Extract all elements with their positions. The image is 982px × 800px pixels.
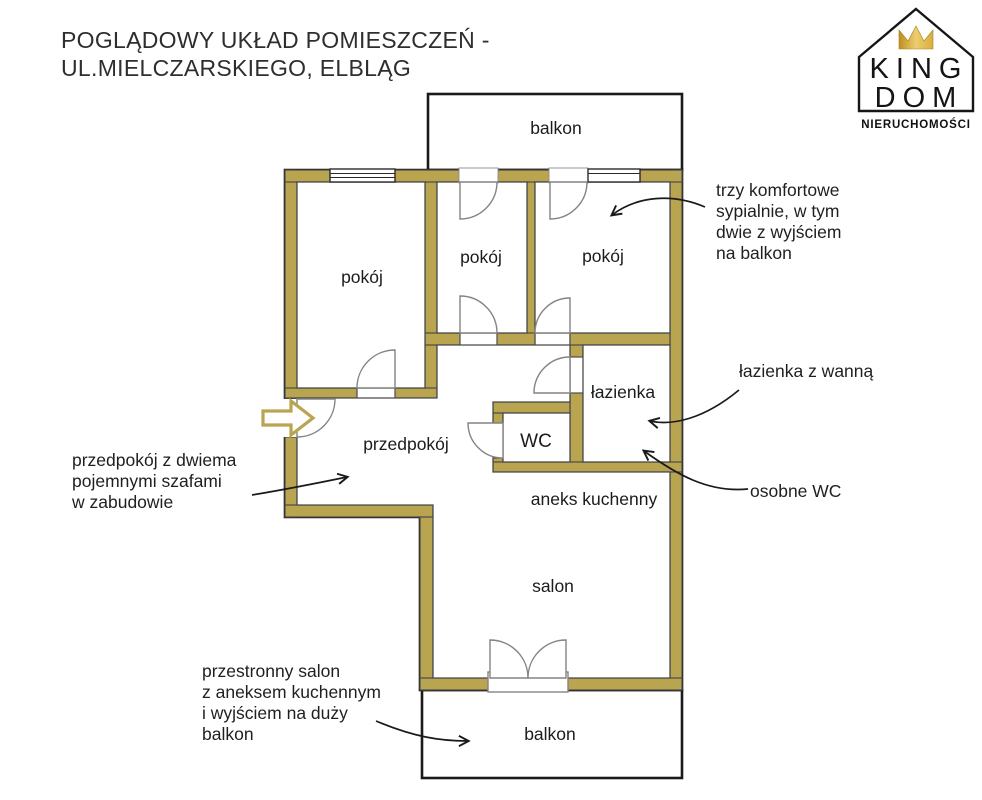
logo-house-icon (857, 7, 975, 113)
logo-subtitle: NIERUCHOMOŚCI (861, 118, 970, 131)
leader-arrow-bedrooms (612, 197, 706, 215)
leader-arrows (251, 197, 749, 741)
entrance-arrow-icon (261, 397, 316, 439)
crown-icon (898, 25, 934, 50)
wall-segment (492, 401, 571, 414)
room-pokoj-1 (296, 181, 426, 389)
leader-arrow-bathroom (650, 389, 740, 422)
door-arc (527, 639, 567, 679)
room-labels: balkon pokój pokój pokój łazienka WC prz… (341, 118, 657, 744)
wall-segment (424, 169, 438, 399)
annotation-hallway: przedpokój z dwiema pojemnymi szafami w … (72, 450, 237, 512)
annotation-livingroom: przestronny salon z aneksem kuchennym i … (202, 661, 381, 744)
wall-segment (284, 504, 434, 518)
wall-segment (284, 387, 358, 399)
logo-dom-text: DOM (875, 82, 964, 114)
label-balkon-bottom: balkon (524, 724, 576, 744)
window (587, 168, 641, 183)
annotation-bathroom: łazienka z wanną (739, 361, 874, 381)
balcony-door-opening (458, 167, 499, 184)
door-arc (549, 181, 588, 220)
bottom-balcony (420, 688, 684, 780)
room-open-space (296, 344, 671, 679)
wall-segment (419, 504, 434, 691)
wall-segment (526, 169, 536, 346)
doors (296, 181, 588, 693)
top-balcony (426, 92, 684, 172)
door-arc (534, 297, 571, 334)
kingdom-logo: KING DOM NIERUCHOMOŚCI (857, 7, 975, 131)
wall-segment (569, 392, 584, 473)
door-arc (533, 356, 571, 394)
wall-segment (419, 677, 491, 691)
leader-arrow-hallway (251, 477, 347, 496)
leader-arrow-toilet (644, 451, 749, 491)
wall-segment (496, 332, 536, 346)
leader-arrow-livingroom (375, 720, 468, 741)
wall-segment (565, 677, 683, 691)
door-arc (467, 422, 504, 459)
door-arc (356, 349, 396, 389)
balcony-door-opening (548, 167, 589, 184)
annotation-toilet: osobne WC (750, 481, 842, 501)
label-aneks-kuchenny: aneks kuchenny (531, 489, 658, 509)
wall-segment (569, 332, 671, 346)
label-pokoj-2: pokój (460, 247, 502, 267)
wall-segment (424, 332, 461, 346)
label-pokoj-3: pokój (582, 246, 624, 266)
door-arc (459, 181, 498, 220)
wall-segment (492, 461, 683, 473)
page-title: POGLĄDOWY UKŁAD POMIESZCZEŃ - UL.MIELCZA… (61, 27, 490, 81)
wall-segment (284, 169, 298, 400)
wall-segment (496, 169, 551, 183)
label-salon: salon (532, 576, 574, 596)
label-wc: WC (520, 431, 552, 452)
annotation-bedrooms: trzy komfortowe sypialnie, w tym dwie z … (716, 180, 842, 263)
label-lazienka: łazienka (591, 382, 655, 402)
wall-segment (669, 169, 683, 691)
window (329, 168, 396, 183)
door-arc (459, 295, 498, 334)
logo-king-text: KING (870, 53, 969, 85)
label-balkon-top: balkon (530, 118, 582, 138)
label-pokoj-1: pokój (341, 267, 383, 287)
room-lazienka (582, 344, 671, 463)
room-wc (502, 412, 571, 463)
label-przedpokoj: przedpokój (363, 434, 449, 454)
wall-segment (394, 387, 438, 399)
door-arc (296, 398, 336, 438)
